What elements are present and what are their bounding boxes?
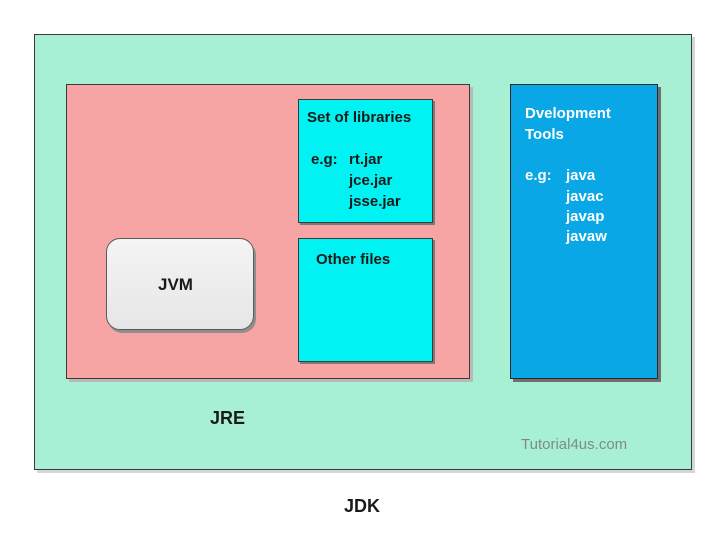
development-tools-box [510, 84, 658, 379]
libraries-box [298, 99, 433, 223]
jdk-label: JDK [344, 496, 381, 516]
other-files-title: Other files [316, 251, 391, 268]
development-tools-title: Dvelopment [525, 105, 611, 122]
tool-item: javap [566, 208, 605, 225]
library-item: rt.jar [349, 151, 383, 168]
development-tools-example-prefix: e.g: [525, 167, 552, 184]
jvm-label: JVM [158, 275, 193, 294]
development-tools-title: Tools [525, 126, 564, 143]
tool-item: javaw [566, 228, 607, 245]
libraries-example-prefix: e.g: [311, 151, 338, 168]
libraries-title: Set of libraries [307, 109, 412, 126]
tool-item: java [566, 167, 596, 184]
library-item: jce.jar [349, 172, 393, 189]
jre-label: JRE [210, 408, 246, 428]
watermark: Tutorial4us.com [521, 436, 628, 453]
jvm-box [106, 238, 254, 330]
other-files-box [298, 238, 433, 362]
tool-item: javac [566, 188, 604, 205]
library-item: jsse.jar [349, 193, 401, 210]
